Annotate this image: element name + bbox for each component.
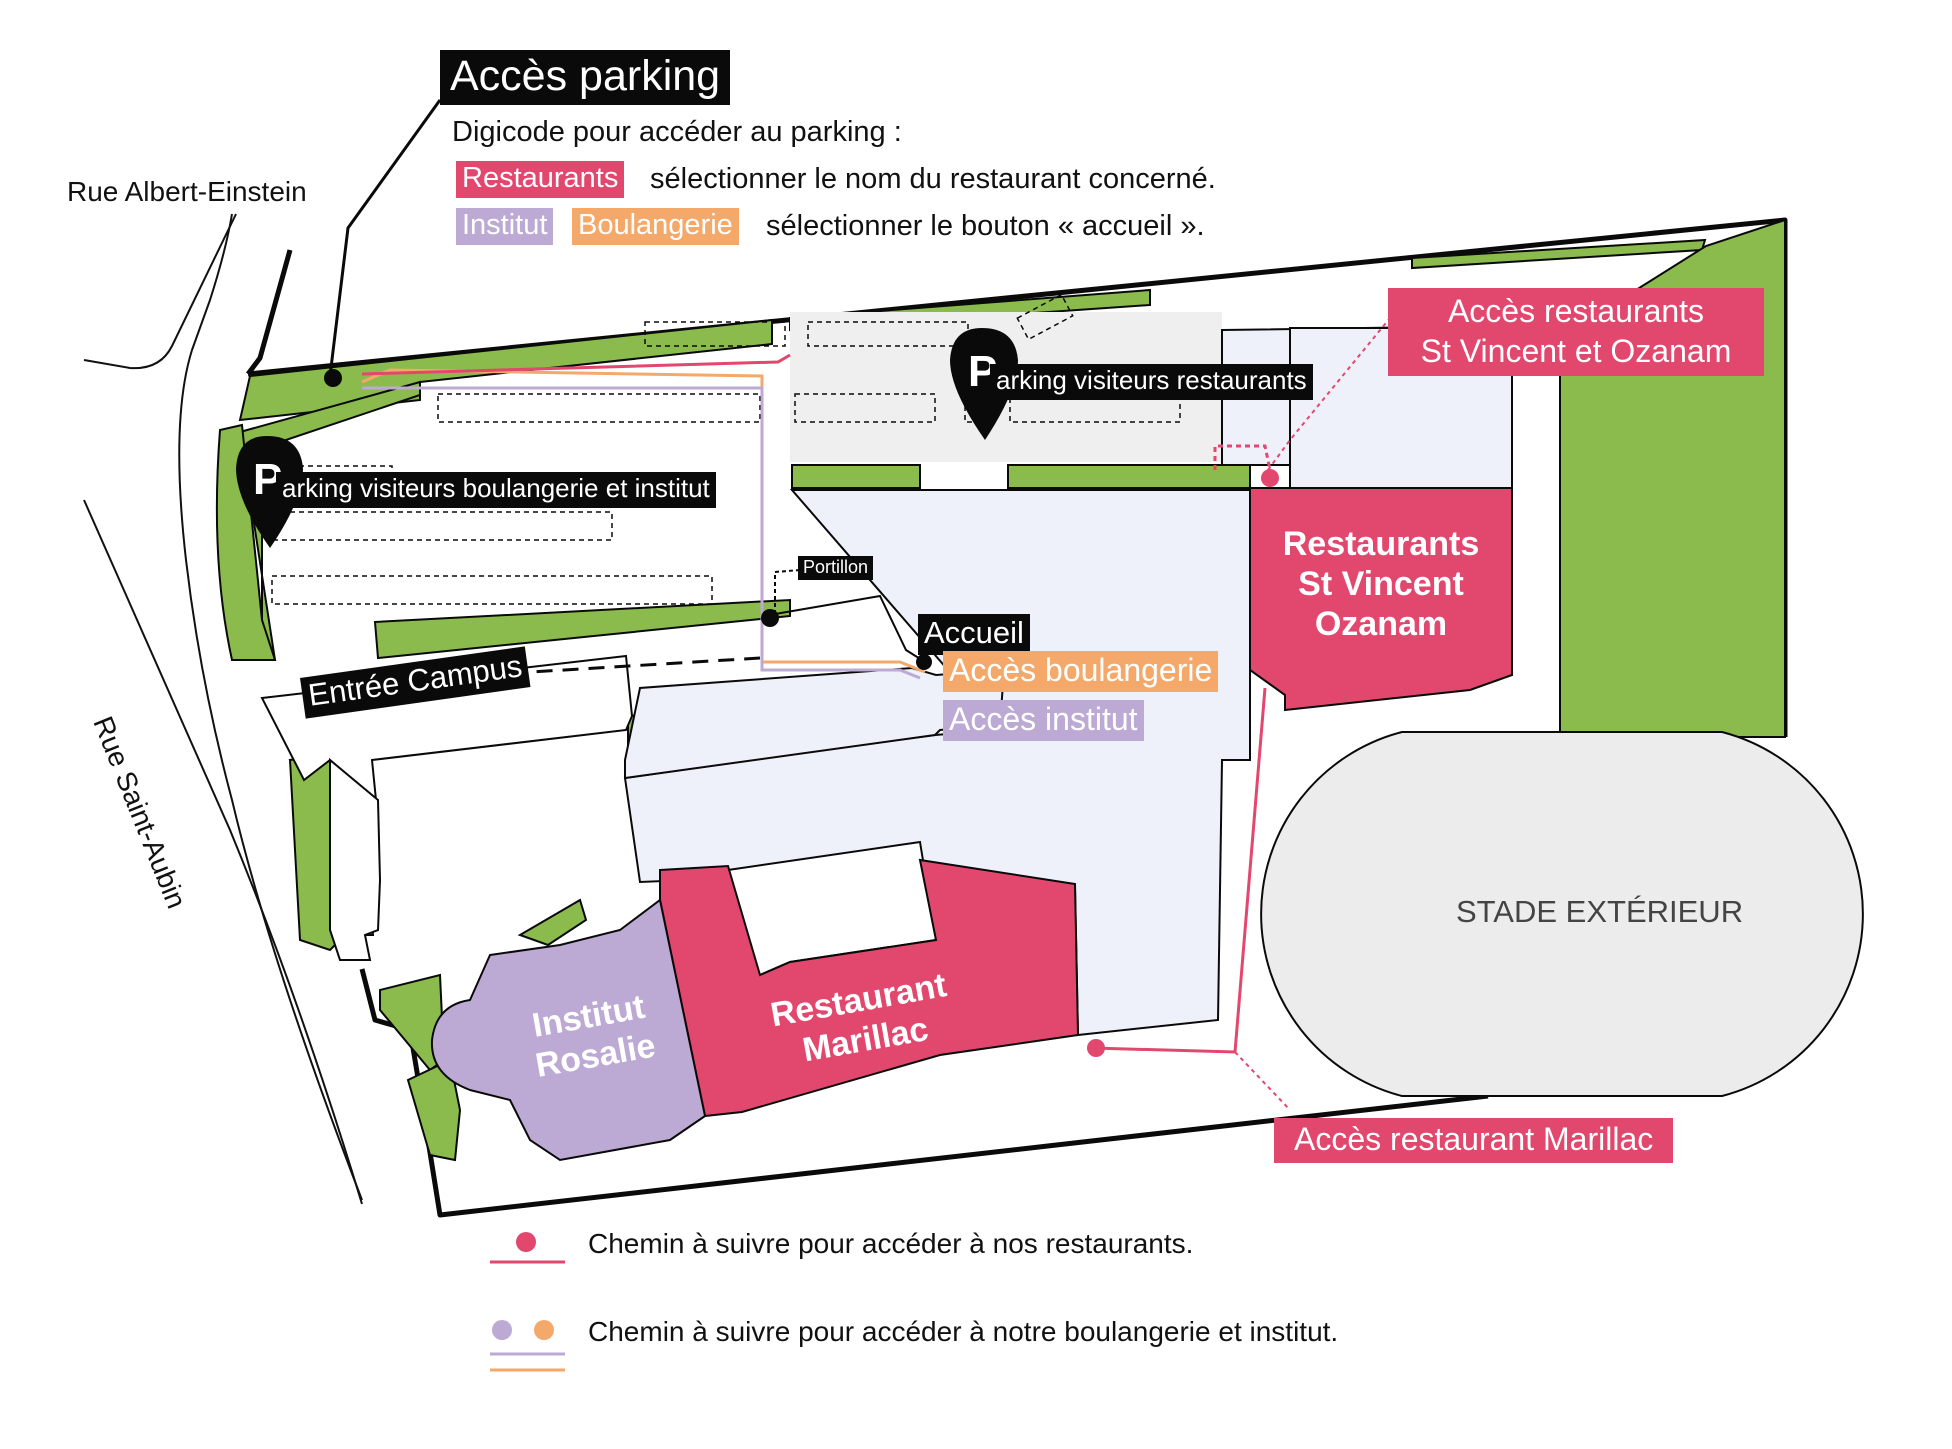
tag-restaurants: Restaurants	[456, 161, 625, 198]
path-portillon-accueil	[774, 594, 926, 663]
route-points	[324, 369, 1279, 1057]
line2-text: sélectionner le bouton « accueil ».	[766, 210, 1205, 242]
portillon-line	[774, 569, 801, 614]
line1-text: sélectionner le nom du restaurant concer…	[650, 163, 1216, 195]
route-boulangerie-institut	[361, 353, 926, 680]
legend-boulangerie-institut: Chemin à suivre pour accéder à notre bou…	[588, 1316, 1339, 1347]
building-rosalie	[430, 898, 707, 1162]
title-acces-parking: Accès parking	[440, 50, 731, 105]
acces-sv-line1: Accès restaurants	[1447, 293, 1705, 329]
digicode-text: Digicode pour accéder au parking :	[452, 116, 902, 148]
building-st-vincent-ozanam	[1249, 487, 1513, 712]
label-accueil: Accueil	[918, 614, 1030, 655]
stade-exterieur	[1260, 731, 1864, 1097]
label-parking-restaurants: arking visiteurs restaurants	[990, 364, 1313, 400]
sv-line1: Restaurants	[1282, 525, 1480, 563]
label-parking-boulangerie: arking visiteurs boulangerie et institut	[276, 472, 716, 508]
street-lines	[83, 213, 363, 1205]
label-stade: STADE EXTÉRIEUR	[1456, 894, 1744, 929]
label-acces-institut: Accès institut	[943, 700, 1144, 741]
label-acces-marillac: Accès restaurant Marillac	[1274, 1118, 1674, 1163]
street-albert-einstein: Rue Albert-Einstein	[67, 176, 307, 207]
legend-symbols	[490, 1232, 565, 1372]
legend-restaurants: Chemin à suivre pour accéder à nos resta…	[588, 1228, 1194, 1259]
tag-boulangerie: Boulangerie	[572, 208, 739, 245]
acces-sv-line2: St Vincent et Ozanam	[1420, 333, 1732, 369]
label-acces-restaurants-sv: Accès restaurants St Vincent et Ozanam	[1388, 288, 1764, 376]
label-st-vincent-ozanam: Restaurants St Vincent Ozanam	[1252, 524, 1510, 644]
parking-pin-icon	[236, 328, 1018, 548]
sv-line2: St Vincent	[1298, 565, 1464, 603]
route-restaurants	[1091, 317, 1391, 1111]
tag-institut: Institut	[456, 208, 554, 245]
sv-line3: Ozanam	[1314, 605, 1448, 643]
label-acces-boulangerie: Accès boulangerie	[943, 651, 1219, 692]
label-portillon: Portillon	[798, 556, 874, 580]
